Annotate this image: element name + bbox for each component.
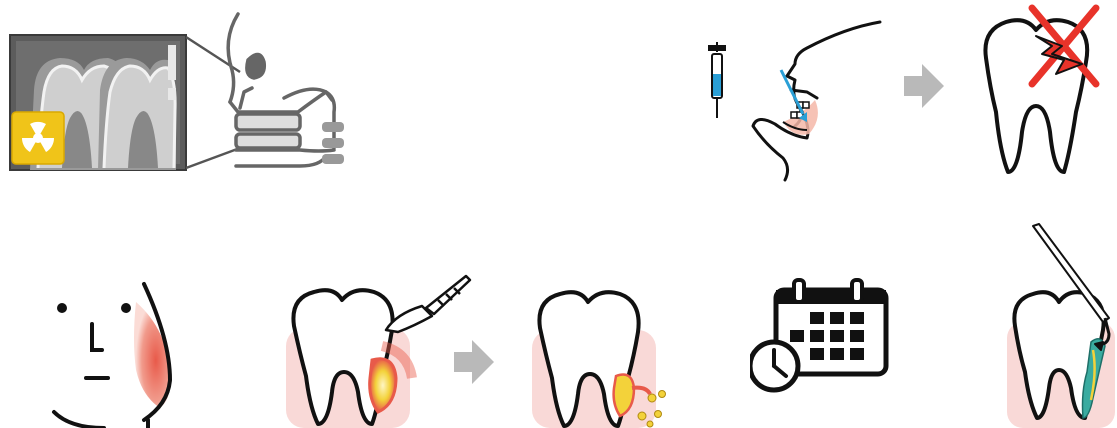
local-anesthesia-panel — [695, 18, 885, 183]
root-scaling-panel — [1005, 222, 1117, 428]
dental-xray-panel — [0, 0, 360, 185]
step-arrow-2 — [450, 338, 498, 386]
face-profile-icon — [753, 22, 880, 180]
follow-up-appointment-panel — [750, 278, 890, 396]
pus-drainage-panel — [528, 290, 678, 428]
skull-jaw-icon — [228, 14, 334, 166]
abscess-incision-panel — [282, 268, 472, 428]
tooth-fracture-panel — [972, 2, 1102, 180]
tooth-icon — [985, 20, 1087, 172]
syringe-icon — [709, 42, 725, 118]
radiation-icon — [12, 112, 64, 164]
step-arrow-1 — [900, 62, 948, 110]
facial-swelling-panel — [40, 280, 180, 428]
scalpel-icon — [386, 276, 470, 332]
clock-icon — [750, 342, 798, 390]
swelling-icon — [134, 302, 170, 408]
arrow-right-icon — [900, 62, 948, 110]
vertebrae-icon — [322, 122, 344, 164]
arrow-right-icon — [450, 338, 498, 386]
